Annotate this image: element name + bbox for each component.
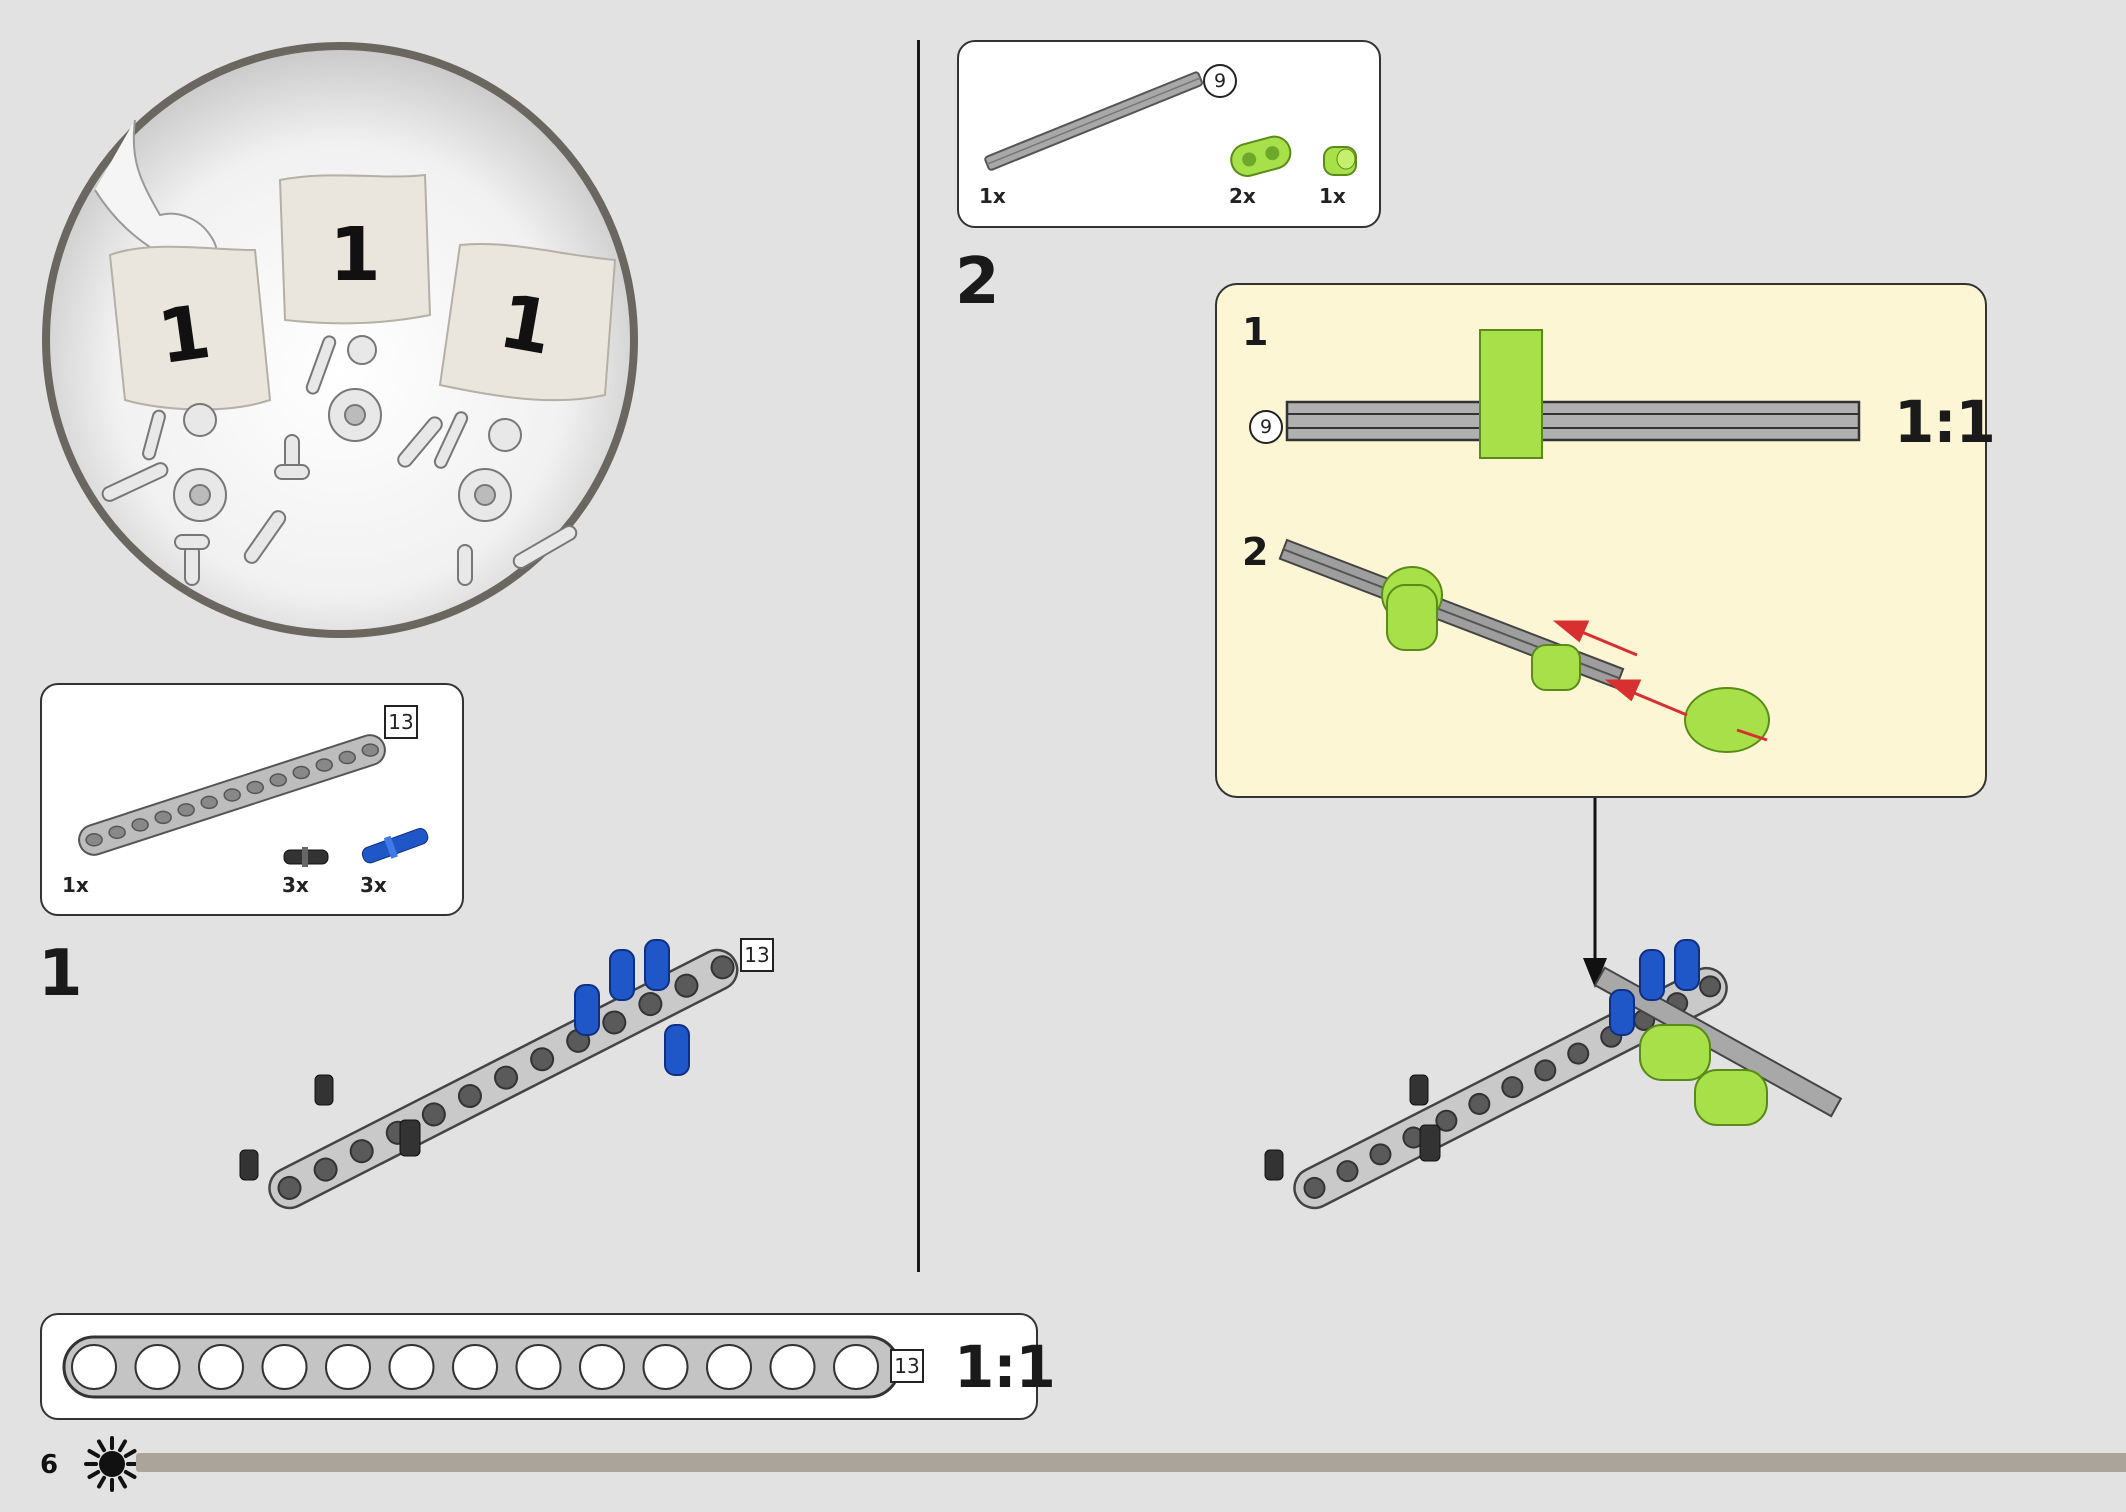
substep1-axle-scale-view: [1285, 329, 1861, 459]
beam-length-badge: 13: [384, 705, 418, 739]
beam-hole: [1534, 1059, 1557, 1082]
beam-hole: [642, 1344, 689, 1390]
step2-number: 2: [955, 245, 1000, 319]
beam-hole: [1369, 1143, 1392, 1166]
ruler-scale-label: 1:1: [954, 1333, 1056, 1401]
beam-hole: [200, 795, 218, 810]
beam-hole: [530, 1047, 555, 1072]
beam-hole: [579, 1344, 625, 1390]
axle-length-badge: 9: [1203, 64, 1237, 98]
callout-arrow: [1583, 798, 1607, 988]
lime-bush-part: [1323, 146, 1357, 176]
bag-label-left: 1: [153, 289, 216, 381]
beam-hole: [198, 1344, 244, 1390]
callout-axle-length-badge: 9: [1249, 410, 1283, 444]
beam-hole: [457, 1084, 482, 1109]
qty-bush: 1x: [1319, 184, 1346, 208]
step2-parts-list: 9 1x 2x 1x: [957, 40, 1381, 228]
column-divider: [917, 40, 920, 1272]
beam-hole: [269, 773, 287, 787]
scale-ruler-box: 13 1:1: [40, 1313, 1056, 1420]
lime-connector-part: [1230, 135, 1292, 177]
sun-gear-icon: [84, 1436, 140, 1492]
step1-model: [239, 939, 739, 1210]
beam-hole: [494, 1065, 519, 1090]
beam-hole: [769, 1344, 816, 1390]
beam-hole: [313, 1157, 338, 1182]
beam-hole: [706, 1344, 752, 1390]
beam-hole: [277, 1175, 302, 1200]
beam-13-part: [78, 734, 386, 856]
beam-hole: [325, 1344, 371, 1390]
black-pin-part: [283, 847, 329, 867]
ruler-length-badge: 13: [890, 1349, 924, 1383]
step1-model-length-badge: 13: [740, 938, 774, 972]
beam-hole: [85, 833, 103, 847]
beam-hole: [388, 1344, 435, 1390]
beam-hole: [177, 803, 195, 817]
beam-hole: [1567, 1042, 1590, 1065]
callout-scale-label: 1:1: [1894, 388, 1996, 456]
footer-progress-bar: [136, 1453, 2126, 1472]
qty-blue-pin: 3x: [360, 873, 387, 897]
beam-hole: [602, 1010, 627, 1035]
step1-parts-list: 13 1x 3x 3x: [40, 683, 464, 916]
blue-pin-part: [361, 828, 429, 864]
beam-hole: [71, 1344, 117, 1390]
qty-black-pin: 3x: [282, 873, 309, 897]
beam-hole: [349, 1139, 374, 1164]
page-number: 6: [40, 1450, 59, 1480]
beam-hole: [223, 788, 241, 802]
bag-middle: [278, 173, 432, 325]
substep2-label: 2: [1242, 530, 1269, 574]
step2-callout: 1 2 9 1:1: [1215, 283, 1996, 798]
beam-hole: [638, 992, 663, 1017]
beam-hole: [108, 825, 126, 840]
beam-hole: [452, 1344, 498, 1390]
beam-hole: [1336, 1160, 1359, 1183]
beam-hole: [515, 1344, 562, 1390]
beam-hole: [1501, 1076, 1524, 1099]
beam-hole: [1699, 975, 1722, 998]
bag-right: [438, 243, 617, 402]
beam-hole: [292, 765, 310, 780]
beam-hole: [131, 818, 149, 832]
beam-hole: [361, 743, 380, 757]
qty-axle: 1x: [979, 184, 1006, 208]
bags-illustration: 1 1 1: [42, 42, 638, 638]
step2-model: [1264, 939, 1843, 1210]
beam-hole: [1303, 1176, 1326, 1199]
beam-hole: [1468, 1092, 1491, 1115]
beam-hole: [674, 973, 699, 998]
substep1-label: 1: [1242, 310, 1269, 354]
qty-connector: 2x: [1229, 184, 1256, 208]
bag-label-middle: 1: [329, 212, 381, 298]
beam-hole: [246, 780, 264, 795]
beam-hole: [134, 1344, 181, 1390]
beam-hole: [421, 1102, 446, 1127]
beam-hole: [154, 810, 172, 825]
beam-hole: [261, 1344, 308, 1390]
beam-hole: [315, 758, 334, 772]
beam-hole: [710, 955, 735, 980]
axle-9-part: [984, 71, 1203, 171]
substep2-assembly: [1278, 538, 1770, 753]
beam-hole: [833, 1344, 879, 1390]
beam-hole: [338, 750, 357, 765]
qty-beam: 1x: [62, 873, 89, 897]
bag-left: [108, 245, 272, 411]
step1-number: 1: [38, 937, 83, 1011]
beam-13-actual-size: [62, 1335, 901, 1399]
